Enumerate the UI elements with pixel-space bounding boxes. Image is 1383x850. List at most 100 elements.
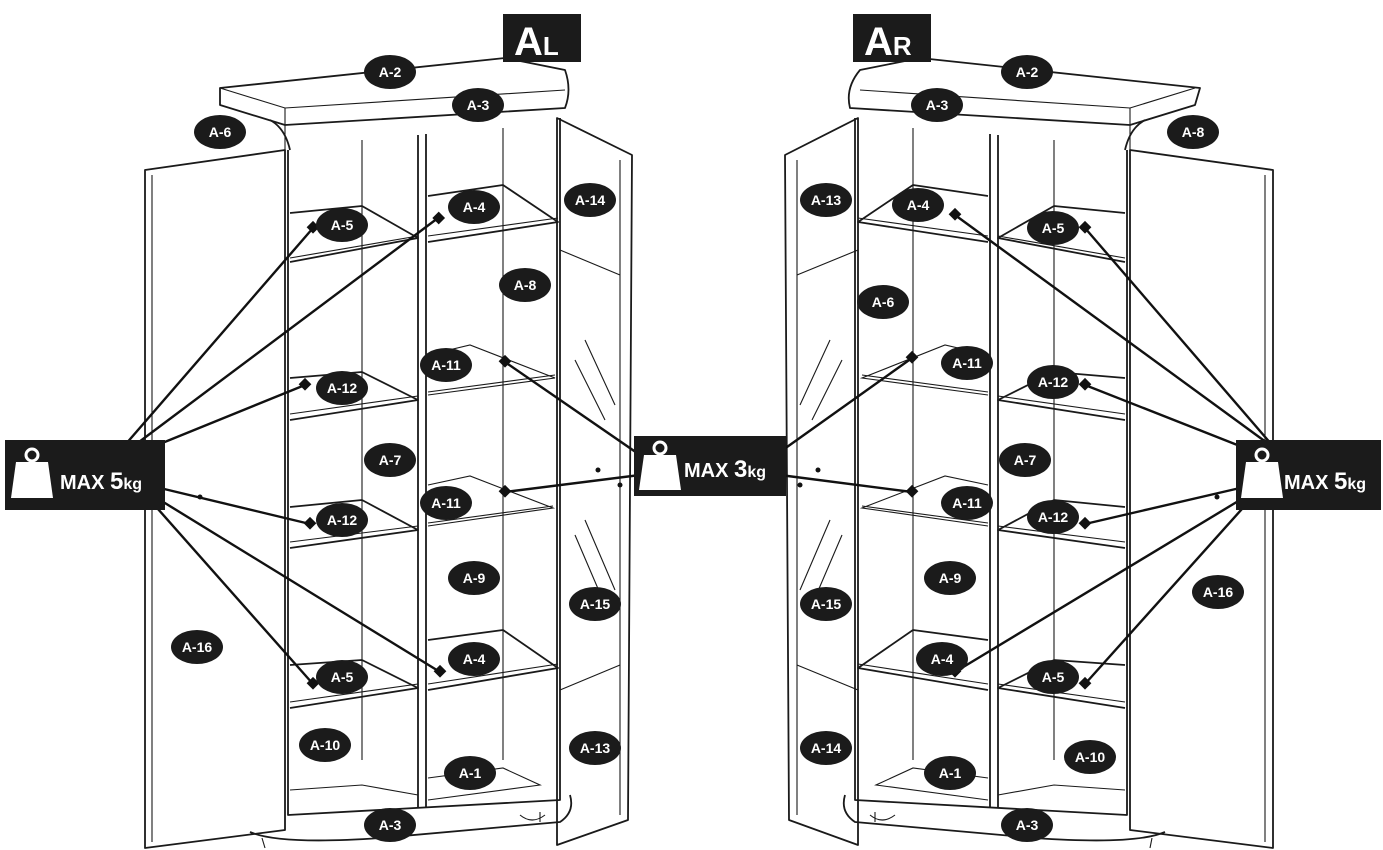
part-badge-right-back-left-lower: A-9 <box>924 561 976 595</box>
svg-text:A-14: A-14 <box>811 740 842 756</box>
svg-text:AR: AR <box>864 20 912 64</box>
svg-text:AL: AL <box>514 20 559 64</box>
part-badge-right-glass-shelf-upper: A-11 <box>941 346 993 380</box>
part-badge-left-door-right-bottom: A-13 <box>569 731 621 765</box>
svg-text:A-3: A-3 <box>1016 817 1039 833</box>
part-badge-right-back-left-upper: A-6 <box>857 285 909 319</box>
screw-dot <box>815 467 821 473</box>
weight-icon <box>11 447 53 498</box>
title-box-left: AL <box>503 14 581 64</box>
svg-text:A-5: A-5 <box>1042 669 1065 685</box>
part-badge-left-top-front: A-3 <box>452 88 504 122</box>
svg-text:A-1: A-1 <box>459 765 482 781</box>
part-badge-right-shelf-low-left: A-4 <box>916 642 968 676</box>
svg-text:MAX 5kg: MAX 5kg <box>60 468 142 495</box>
part-badge-left-shelf-top-right: A-4 <box>448 190 500 224</box>
svg-text:A-3: A-3 <box>379 817 402 833</box>
svg-text:A-3: A-3 <box>926 97 949 113</box>
screw-dot <box>617 482 623 488</box>
title-left-sub: L <box>543 31 559 61</box>
svg-text:A-12: A-12 <box>327 380 358 396</box>
svg-text:MAX 3kg: MAX 3kg <box>684 456 766 483</box>
part-badge-right-top: A-2 <box>1001 55 1053 89</box>
svg-text:A-4: A-4 <box>907 197 930 213</box>
svg-text:A-10: A-10 <box>310 737 341 753</box>
svg-text:A-12: A-12 <box>327 512 358 528</box>
svg-text:A-5: A-5 <box>331 669 354 685</box>
svg-text:A-8: A-8 <box>1182 124 1205 140</box>
max-left-unit: kg <box>123 476 142 493</box>
part-badge-left-door-right-glass: A-15 <box>569 587 621 621</box>
part-badge-right-shelf-mid-lower: A-12 <box>1027 500 1079 534</box>
part-badge-left-shelf-low-left: A-5 <box>316 660 368 694</box>
svg-text:A-4: A-4 <box>931 651 954 667</box>
svg-text:A-2: A-2 <box>1016 64 1039 80</box>
part-badge-right-door-left-glass: A-15 <box>800 587 852 621</box>
part-badge-left-base-front: A-3 <box>364 808 416 842</box>
title-left-main: A <box>514 20 543 64</box>
svg-text:A-6: A-6 <box>872 294 895 310</box>
svg-text:A-1: A-1 <box>939 765 962 781</box>
svg-text:A-11: A-11 <box>431 495 461 511</box>
part-badge-left-shelf-low-right: A-4 <box>448 642 500 676</box>
screw-dot <box>197 494 203 500</box>
svg-text:A-5: A-5 <box>1042 220 1065 236</box>
part-badge-right-shelf-low-right: A-5 <box>1027 660 1079 694</box>
part-badge-left-bottom: A-1 <box>444 756 496 790</box>
svg-text:A-3: A-3 <box>467 97 490 113</box>
part-badge-right-shelf-top-right: A-5 <box>1027 211 1079 245</box>
svg-text:MAX 5kg: MAX 5kg <box>1284 468 1366 495</box>
part-badge-left-back-right-lower: A-9 <box>448 561 500 595</box>
max-left-value: 5 <box>110 468 123 495</box>
part-badge-left-shelf-top-left: A-5 <box>316 208 368 242</box>
max-right-value: 5 <box>1334 468 1347 495</box>
svg-text:A-9: A-9 <box>463 570 486 586</box>
svg-text:A-10: A-10 <box>1075 749 1106 765</box>
screw-dot <box>797 482 803 488</box>
svg-text:A-14: A-14 <box>575 192 606 208</box>
svg-text:A-13: A-13 <box>811 192 842 208</box>
part-badge-right-bottom: A-1 <box>924 756 976 790</box>
max-right-unit: kg <box>1347 476 1366 493</box>
part-badge-right-side: A-8 <box>1167 115 1219 149</box>
center-leader-lines <box>498 350 919 498</box>
weight-icon <box>639 440 681 490</box>
svg-text:A-12: A-12 <box>1038 374 1069 390</box>
part-badge-left-door-right-top: A-14 <box>564 183 616 217</box>
svg-text:A-15: A-15 <box>811 596 842 612</box>
svg-text:A-4: A-4 <box>463 651 486 667</box>
part-badge-right-back-right: A-7 <box>999 443 1051 477</box>
part-badge-left-side: A-6 <box>194 115 246 149</box>
part-badge-right-plinth-back: A-10 <box>1064 740 1116 774</box>
max-load-label-center: MAX 3kg <box>634 436 786 496</box>
svg-text:A-11: A-11 <box>952 495 982 511</box>
part-badge-right-base-front: A-3 <box>1001 808 1053 842</box>
part-badge-left-shelf-mid-upper: A-12 <box>316 371 368 405</box>
title-right-main: A <box>864 20 893 64</box>
max-center-value: 3 <box>734 456 747 483</box>
part-badge-left-plinth-back: A-10 <box>299 728 351 762</box>
part-badge-right-door-right: A-16 <box>1192 575 1244 609</box>
svg-text:A-13: A-13 <box>580 740 611 756</box>
svg-text:A-6: A-6 <box>209 124 232 140</box>
svg-text:A-11: A-11 <box>431 357 461 373</box>
part-badge-right-shelf-top-left: A-4 <box>892 188 944 222</box>
max-load-label-right: MAX 5kg <box>1236 440 1381 510</box>
screw-dot <box>1214 494 1220 500</box>
weight-icon <box>1241 447 1283 498</box>
part-badge-left-glass-shelf-upper: A-11 <box>420 348 472 382</box>
svg-text:A-16: A-16 <box>1203 584 1234 600</box>
part-badge-right-door-left-top: A-13 <box>800 183 852 217</box>
part-badge-left-top: A-2 <box>364 55 416 89</box>
max-load-label-left: MAX 5kg <box>5 440 165 510</box>
part-badge-right-top-front: A-3 <box>911 88 963 122</box>
svg-text:A-12: A-12 <box>1038 509 1069 525</box>
svg-text:A-8: A-8 <box>514 277 537 293</box>
part-badge-left-door-left: A-16 <box>171 630 223 664</box>
svg-text:A-7: A-7 <box>379 452 402 468</box>
svg-text:A-15: A-15 <box>580 596 611 612</box>
part-badge-left-glass-shelf-lower: A-11 <box>420 486 472 520</box>
part-badge-right-door-left-bottom: A-14 <box>800 731 852 765</box>
svg-text:A-7: A-7 <box>1014 452 1037 468</box>
